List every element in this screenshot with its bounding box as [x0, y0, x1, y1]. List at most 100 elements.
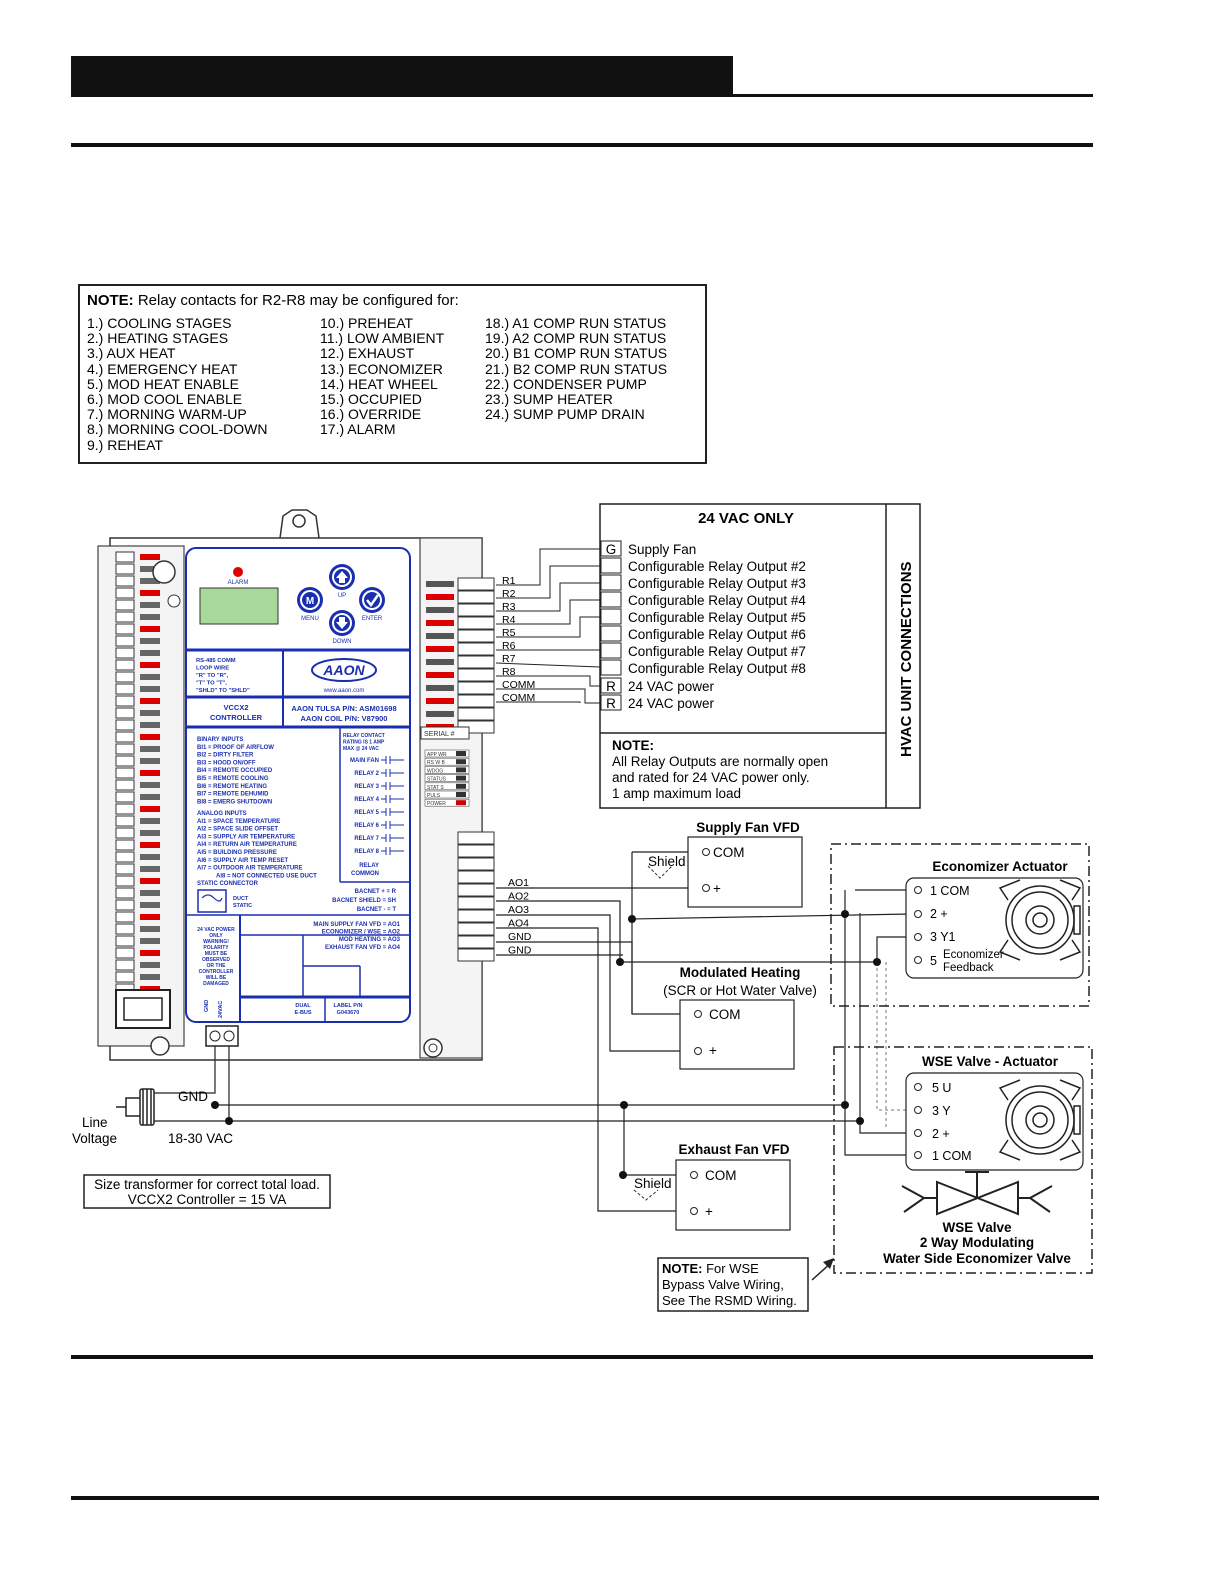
bacnet-line: BACNET SHIELD = SH — [332, 898, 396, 904]
power-warning-line: OBSERVED — [202, 957, 230, 963]
relay-terminal-7: R7 — [502, 653, 516, 665]
binary-input-line: BI1 = PROOF OF AIRFLOW — [197, 745, 274, 751]
binary-input-line: BI2 = DIRTY FILTER — [197, 753, 254, 759]
alarm-label: ALARM — [228, 580, 249, 586]
svg-text:2 +: 2 + — [932, 1127, 950, 1141]
svg-text:See The RSMD Wiring.: See The RSMD Wiring. — [662, 1293, 797, 1308]
hvac-connection-label: Configurable Relay Output #5 — [628, 610, 806, 625]
analog-output-line: EXHAUST FAN VFD = AO4 — [325, 945, 401, 951]
analog-input-line: AI1 = SPACE TEMPERATURE — [197, 819, 280, 825]
power-warning-line: DAMAGED — [203, 981, 229, 987]
power-warning-line: MUST BE — [205, 951, 228, 957]
footer-rule-1 — [71, 1355, 1093, 1359]
relay-contact-symbol — [381, 795, 404, 803]
relay-legend-item: COMMON — [351, 871, 379, 877]
power-warning-line: CONTROLLER — [199, 969, 234, 975]
analog-input-line: AI8 = NOT CONNECTED USE DUCT — [216, 873, 317, 879]
relay-terminal-9: COMM — [502, 679, 535, 691]
hvac-terminal-box — [600, 557, 622, 574]
analog-input-line: AI4 = RETURN AIR TEMPERATURE — [197, 842, 297, 848]
rs485-line: RS-485 COMM — [196, 658, 236, 664]
exhaust-fan-shield: Shield — [634, 1176, 672, 1191]
power-warning-line: WILL BE — [206, 975, 227, 981]
hvac-connection-label: Configurable Relay Output #7 — [628, 644, 806, 659]
hvac-connection-label: Configurable Relay Output #2 — [628, 559, 806, 574]
status-led-label: POWER — [427, 801, 446, 807]
analog-output-line: MOD HEATING = AO3 — [339, 937, 401, 943]
svg-text:+: + — [709, 1043, 717, 1058]
svg-text:+: + — [713, 881, 721, 896]
hvac-connection-label: Configurable Relay Output #8 — [628, 661, 806, 676]
svg-text:COM: COM — [705, 1168, 737, 1183]
relay-config-note: NOTE: Relay contacts for R2-R8 may be co… — [78, 284, 707, 464]
svg-text:5 U: 5 U — [932, 1081, 951, 1095]
part-number-2: AAON COIL P/N: V87900 — [301, 714, 388, 723]
transformer-note-line-1: Size transformer for correct total load. — [94, 1177, 320, 1192]
svg-text:2 +: 2 + — [930, 907, 948, 921]
relay-rating-line: MAX @ 24 VAC — [343, 746, 379, 752]
hvac-terminal-box — [600, 625, 622, 642]
header-rule-2 — [71, 143, 1093, 147]
hvac-note-line-1: All Relay Outputs are normally open — [612, 754, 828, 769]
exhaust-fan-title: Exhaust Fan VFD — [678, 1142, 789, 1157]
binary-inputs-legend: BINARY INPUTS BI1 = PROOF OF AIRFLOW BI2 =… — [197, 737, 274, 805]
relay-terminal-8: R8 — [502, 666, 516, 678]
relay-terminal-2: R2 — [502, 588, 516, 600]
binary-input-line: BINARY INPUTS — [197, 737, 243, 743]
supply-fan-vfd: Supply Fan VFD COM + Shield — [647, 820, 803, 908]
supply-fan-shield: Shield — [648, 854, 686, 869]
svg-text:Economizer: Economizer — [943, 949, 1004, 961]
relay-terminal-4: R4 — [502, 614, 516, 626]
relay-legend-item: RELAY 5 — [354, 810, 379, 816]
status-led-label: STATUS — [427, 777, 447, 783]
left-terminal-strip — [115, 551, 160, 995]
svg-text:1 COM: 1 COM — [930, 884, 970, 898]
status-led-label: WDOG — [427, 768, 443, 774]
aaon-logo: AAON — [322, 662, 365, 678]
ao-terminal-1: AO1 — [508, 877, 529, 889]
svg-text:DOWN: DOWN — [333, 639, 352, 645]
ao-terminal-2: AO2 — [508, 891, 529, 903]
supply-fan-title: Supply Fan VFD — [696, 820, 800, 835]
hvac-terminal-tag: G — [606, 542, 617, 557]
bacnet-line: BACNET - = T — [357, 907, 397, 913]
status-led-label: STAT S — [427, 785, 444, 791]
hvac-terminal-box — [600, 642, 622, 659]
up-arrow-icon — [336, 571, 348, 583]
keypad: UP M MENU ENTER DOWN — [297, 564, 385, 645]
hvac-terminal-box — [600, 677, 622, 694]
svg-text:UP: UP — [338, 593, 346, 599]
ao-terminal-5: GND — [508, 931, 532, 943]
voltage-label: Voltage — [72, 1131, 117, 1146]
relay-contact-symbol — [381, 782, 404, 790]
svg-text:ENTER: ENTER — [362, 616, 383, 622]
serial-label: SERIAL # — [424, 731, 455, 738]
mod-heating-subtitle: (SCR or Hot Water Valve) — [663, 983, 817, 998]
power-warning-line: POLARITY — [203, 945, 229, 951]
hvac-box-title: 24 VAC ONLY — [698, 510, 794, 527]
power-warning-line: OR THE — [207, 963, 227, 969]
ao-terminal-6: GND — [508, 945, 532, 957]
wse-actuator-icon — [998, 1079, 1082, 1161]
hvac-connection-label: Configurable Relay Output #4 — [628, 593, 806, 608]
hvac-terminal-box — [600, 540, 622, 557]
analog-input-line: AI5 = BUILDING PRESSURE — [197, 850, 277, 856]
hvac-connection-label: 24 VAC power — [628, 679, 715, 694]
hvac-terminal-box — [600, 591, 622, 608]
hvac-note-line-3: 1 amp maximum load — [612, 786, 741, 801]
svg-text:+: + — [705, 1204, 713, 1219]
svg-text:1 COM: 1 COM — [932, 1149, 972, 1163]
svg-text:MENU: MENU — [301, 616, 319, 622]
relay-terminal-3: R3 — [502, 601, 516, 613]
economizer-actuator: Economizer Actuator 1 COM 2 + 3 Y1 5 Eco… — [830, 843, 1090, 1007]
hvac-terminal-box — [600, 694, 622, 711]
analog-input-line: AI3 = SUPPLY AIR TEMPERATURE — [197, 834, 295, 840]
relay-contact-symbol — [381, 847, 404, 855]
junction-dots — [211, 910, 881, 1179]
economizer-title: Economizer Actuator — [932, 859, 1068, 874]
